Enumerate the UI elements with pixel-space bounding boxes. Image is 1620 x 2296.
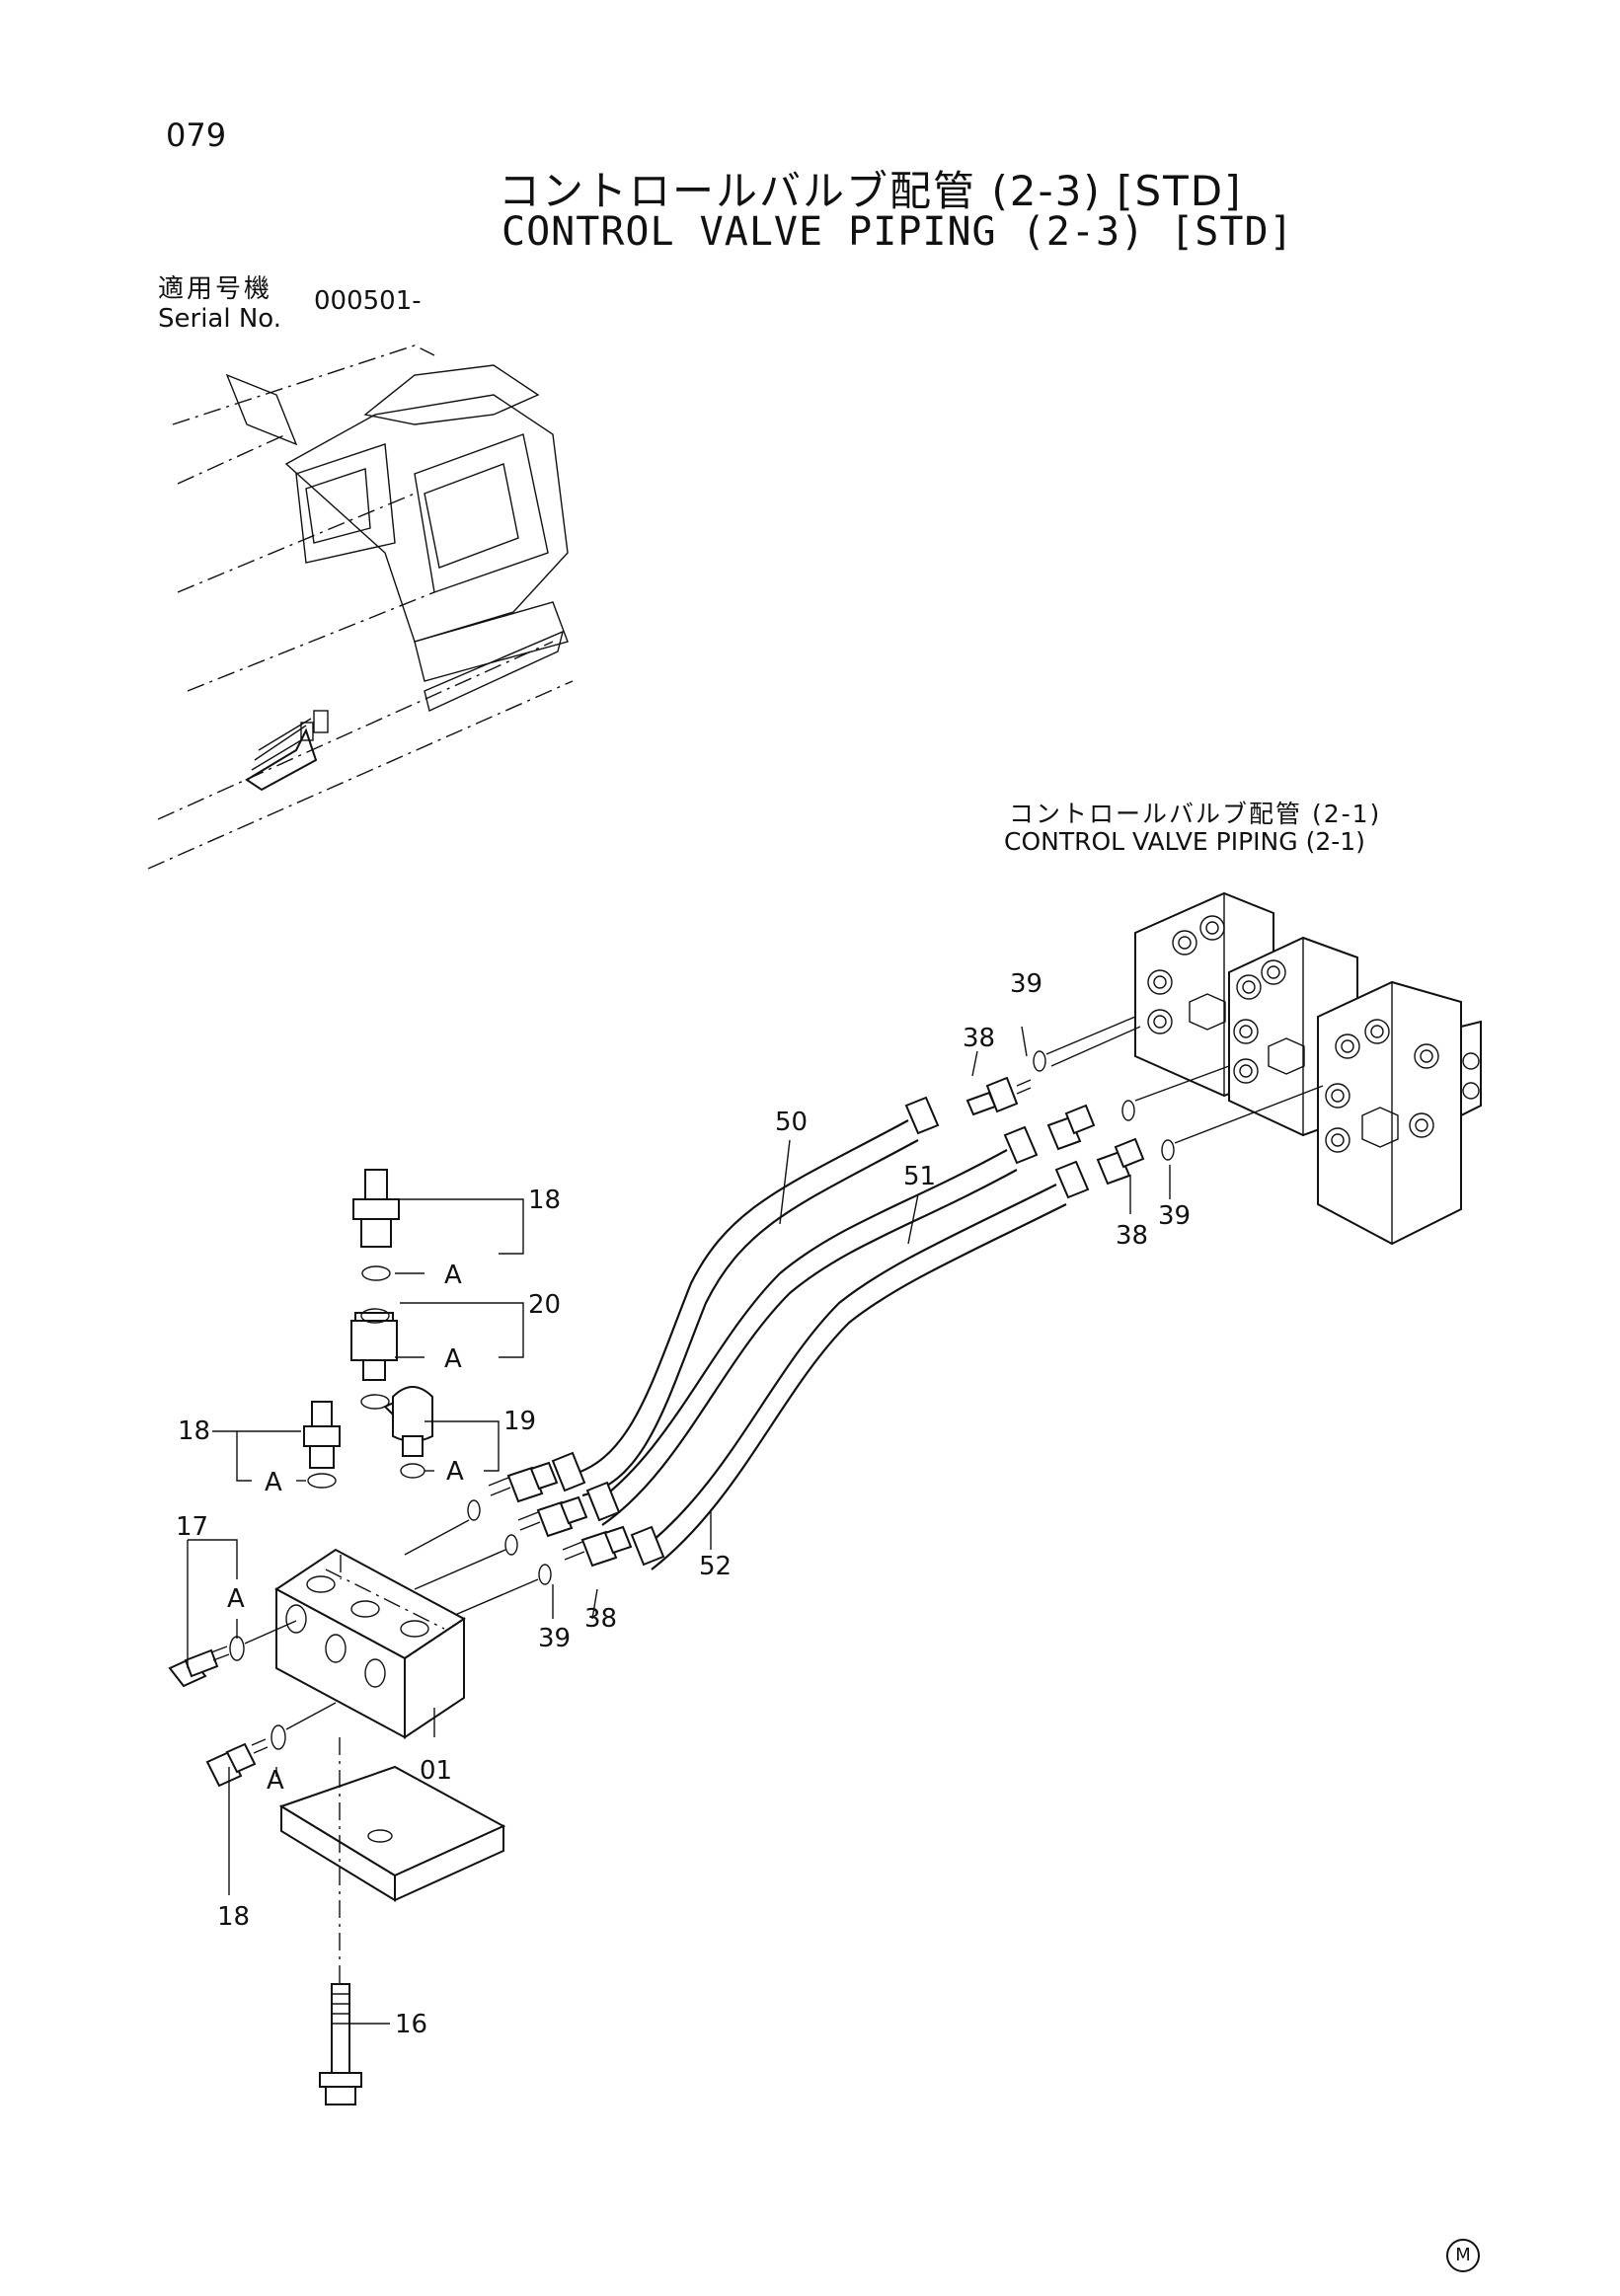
machine-overview-sketch <box>147 344 574 870</box>
control-valve-assembly <box>1134 891 1482 1246</box>
mounting-bracket <box>278 1737 506 2105</box>
callout-18-top: 18 <box>528 1186 561 1215</box>
callout-01: 01 <box>420 1756 452 1786</box>
callout-39-right: 39 <box>1158 1201 1191 1231</box>
callout-18-left: 18 <box>178 1416 210 1446</box>
oring-label-a5: A <box>227 1584 245 1614</box>
reference-label-japanese: コントロールバルブ配管 (2-1) <box>1009 800 1382 828</box>
callout-17: 17 <box>176 1512 208 1542</box>
serial-label-japanese: 適用号機 <box>158 274 273 304</box>
serial-number-value: 000501- <box>314 286 422 316</box>
oring-label-a1: A <box>444 1261 462 1290</box>
callout-50: 50 <box>775 1108 808 1137</box>
manifold-side-fittings <box>404 1461 633 1625</box>
left-side-fittings <box>168 1620 337 1788</box>
oring-label-a2: A <box>444 1344 462 1374</box>
callout-20: 20 <box>528 1290 561 1320</box>
reference-label-english: CONTROL VALVE PIPING (2-1) <box>1004 827 1365 856</box>
callout-labels: 18 20 19 18 17 18 16 01 50 51 52 38 39 3… <box>176 969 1191 2039</box>
serial-label-english: Serial No. <box>158 304 281 334</box>
manufacturer-mark: M <box>1446 2239 1480 2272</box>
valve-side-fittings <box>965 1016 1324 1186</box>
oring-label-a4: A <box>265 1468 282 1497</box>
callout-38-mid: 38 <box>584 1604 617 1634</box>
page-number: 079 <box>166 116 227 154</box>
callout-18-bottom: 18 <box>217 1902 250 1932</box>
leader-lines <box>187 1026 1171 2025</box>
callout-39-top: 39 <box>1010 969 1042 999</box>
oring-label-a6: A <box>267 1766 284 1796</box>
callout-38-top: 38 <box>963 1024 995 1053</box>
title-english: CONTROL VALVE PIPING (2-3) [STD] <box>501 209 1294 255</box>
top-fitting-stack <box>303 1169 433 1489</box>
callout-51: 51 <box>903 1162 936 1191</box>
hose-assemblies <box>551 1096 1090 1570</box>
callout-39-mid: 39 <box>538 1624 571 1653</box>
callout-19: 19 <box>503 1407 536 1436</box>
oring-label-a3: A <box>446 1457 464 1487</box>
callout-16: 16 <box>395 2010 427 2039</box>
callout-52: 52 <box>699 1552 732 1581</box>
manifold-block <box>274 1548 466 1739</box>
title-japanese: コントロールバルブ配管 (2-3) [STD] <box>499 167 1243 215</box>
callout-38-right: 38 <box>1116 1221 1148 1251</box>
